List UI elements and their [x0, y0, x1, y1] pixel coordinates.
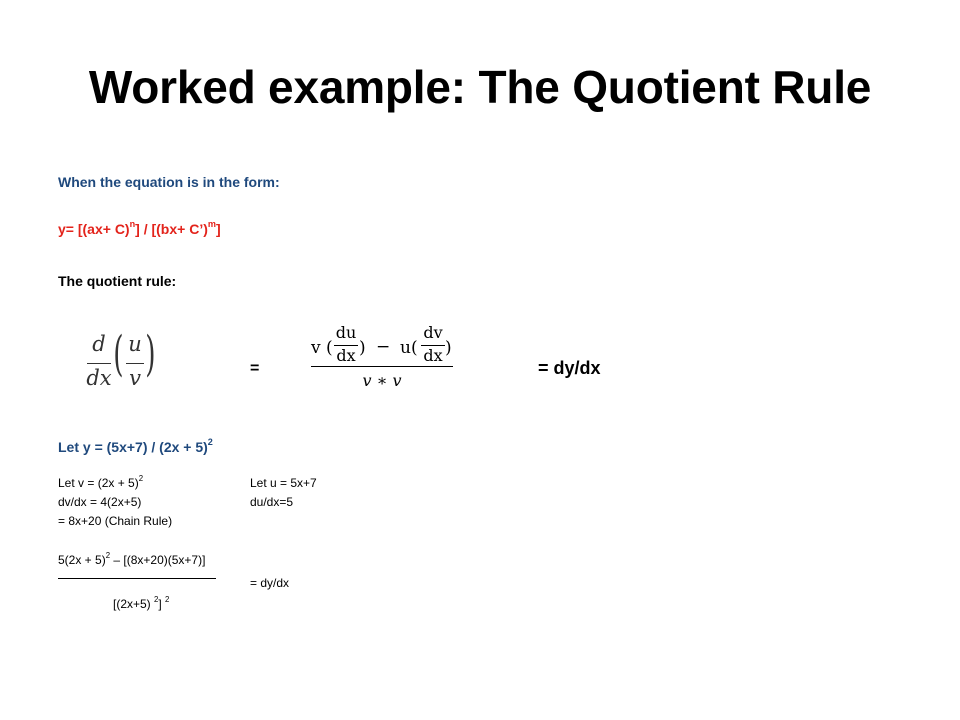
example-denominator: [(2x+5) 2] 2 [113, 595, 170, 611]
rule-v: v ( [311, 338, 333, 358]
notation-bar-1 [87, 363, 111, 364]
let-u-line: Let u = 5x+7 [250, 476, 317, 490]
slide-title: Worked example: The Quotient Rule [88, 61, 872, 113]
notation-v: v [129, 366, 141, 390]
notation-left-paren: ( [113, 326, 124, 382]
rule-close-2: ) [445, 338, 452, 358]
notation-right-paren: ) [145, 326, 156, 382]
rule-dx-1: dx [336, 346, 356, 365]
notation-d: d [92, 332, 106, 356]
rule-result: = dy/dx [538, 358, 601, 378]
rule-minus: − [376, 337, 391, 357]
example-fraction-bar [58, 578, 216, 579]
example-numerator: 5(2x + 5)2 – [(8x+20)(5x+7)] [58, 551, 206, 567]
chain-rule-line: = 8x+20 (Chain Rule) [58, 514, 173, 528]
rule-dv: dv [423, 323, 443, 342]
form-label: When the equation is in the form: [58, 174, 280, 190]
example-result: = dy/dx [250, 576, 290, 590]
rule-main-bar [311, 366, 453, 367]
derivative-notation: d dx ( u v ) [86, 328, 158, 392]
general-form-equation: y= [(ax+ C)n] / [(bx+ C’)m] [58, 219, 221, 237]
rule-dv-bar [421, 345, 445, 346]
rule-equals: = [250, 360, 260, 377]
rule-du: du [335, 323, 357, 342]
du-dx-line: du/dx=5 [250, 495, 294, 509]
rule-u: u( [400, 338, 418, 358]
notation-u: u [128, 332, 142, 356]
quotient-rule-label: The quotient rule: [58, 273, 177, 289]
notation-bar-2 [126, 363, 144, 364]
notation-dx: dx [86, 366, 112, 390]
dv-dx-line: dv/dx = 4(2x+5) [58, 495, 142, 509]
rule-denominator: 𝑣 ∗ 𝑣 [362, 371, 402, 390]
let-y-equation: Let y = (5x+7) / (2x + 5)2 [58, 437, 213, 455]
rule-close-1: ) [359, 338, 366, 358]
rule-du-bar [334, 345, 358, 346]
rule-dx-2: dx [423, 346, 443, 365]
let-v-line: Let v = (2x + 5)2 [58, 474, 144, 490]
